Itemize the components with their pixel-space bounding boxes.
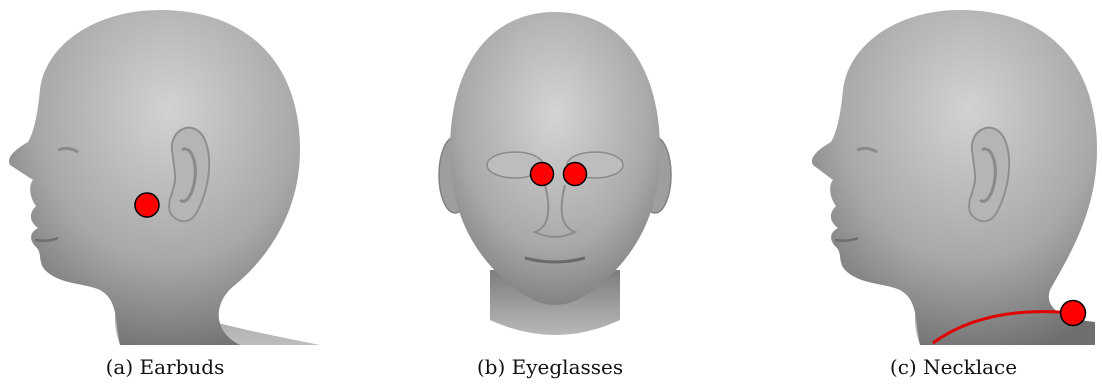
panel-necklace: (c) Necklace bbox=[805, 0, 1102, 391]
panel-eyeglasses: (b) Eyeglasses bbox=[385, 0, 715, 391]
caption-necklace: (c) Necklace bbox=[805, 355, 1102, 379]
head-silhouette bbox=[9, 10, 300, 345]
panel-earbuds: (a) Earbuds bbox=[0, 0, 330, 391]
necklace-marker bbox=[1061, 301, 1086, 326]
eyeglasses-marker-right bbox=[564, 163, 587, 186]
earbud-marker bbox=[135, 193, 159, 217]
head-side-view-a bbox=[0, 0, 330, 350]
head-side-view-c bbox=[805, 0, 1102, 350]
eyeglasses-marker-left bbox=[531, 163, 554, 186]
head-front-view bbox=[385, 0, 715, 350]
caption-earbuds: (a) Earbuds bbox=[0, 355, 330, 379]
head-silhouette bbox=[812, 10, 1097, 345]
caption-eyeglasses: (b) Eyeglasses bbox=[385, 355, 715, 379]
